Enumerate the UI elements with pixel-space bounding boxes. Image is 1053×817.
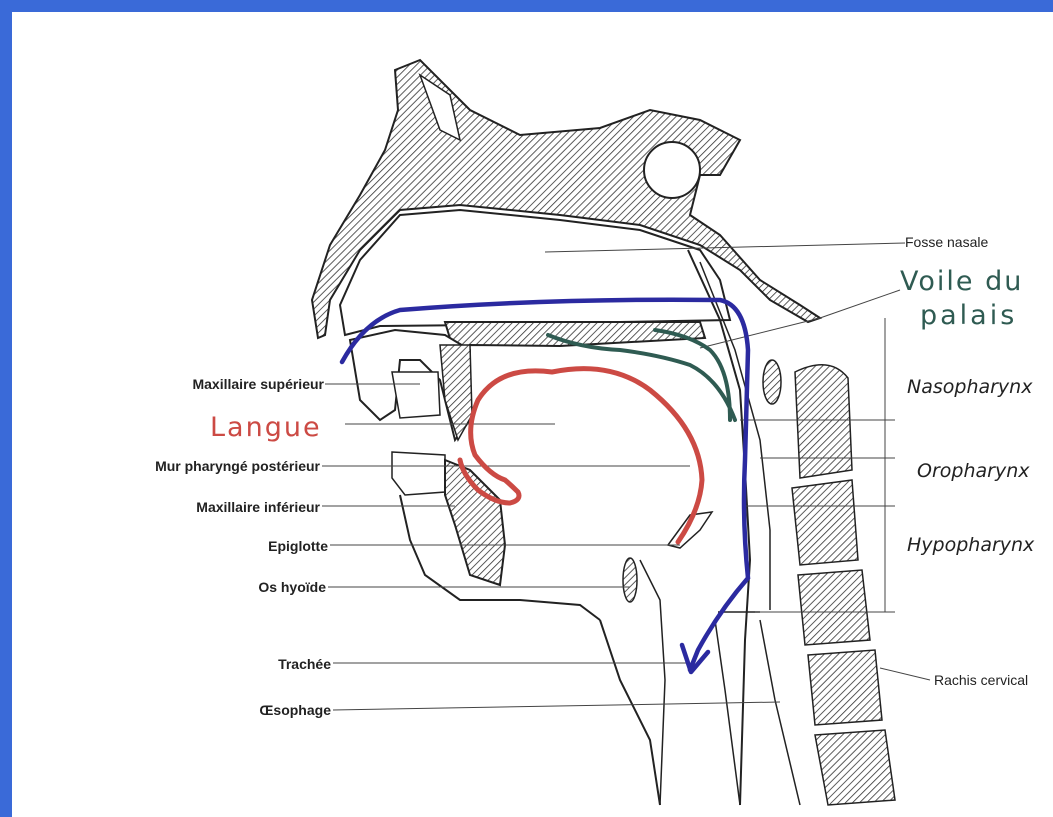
diagram-frame: Maxillaire supérieur Mur pharyngé postér… <box>12 12 1053 817</box>
lower-incisor <box>392 452 445 495</box>
esophagus-wall <box>715 620 740 805</box>
neck-front-outline <box>600 620 660 805</box>
label-maxillaire-inferieur: Maxillaire inférieur <box>196 499 320 515</box>
upper-jaw-bone <box>440 345 472 440</box>
label-nasopharynx: Nasopharynx <box>907 376 1032 398</box>
label-langue: Langue <box>210 412 322 443</box>
hyoid-bone <box>623 558 637 602</box>
upper-incisor <box>392 372 440 418</box>
mandible <box>445 460 505 585</box>
label-voile-line2: palais <box>920 300 1017 331</box>
label-mur-pharynge: Mur pharyngé postérieur <box>155 458 320 474</box>
esophagus-wall-2 <box>760 620 800 805</box>
trachea-wall <box>640 560 665 805</box>
label-maxillaire-superieur: Maxillaire supérieur <box>192 376 324 392</box>
sagittal-head-diagram <box>12 12 1053 817</box>
label-voile-line1: Voile du <box>900 266 1023 297</box>
green-voile-outline <box>548 330 735 420</box>
cervical-vertebrae <box>792 365 895 805</box>
label-hypopharynx: Hypopharynx <box>907 534 1034 556</box>
left-leader-lines <box>322 384 780 710</box>
label-oesophage: Œsophage <box>259 702 331 718</box>
label-rachis: Rachis cervical <box>934 672 1028 688</box>
label-epiglotte: Epiglotte <box>268 538 328 554</box>
label-os-hyoide: Os hyoïde <box>258 579 326 595</box>
label-oropharynx: Oropharynx <box>917 460 1029 482</box>
label-fosse-nasale: Fosse nasale <box>905 234 988 250</box>
hard-palate <box>445 322 705 355</box>
label-trachee: Trachée <box>278 656 331 672</box>
atlas-bone <box>763 360 781 404</box>
sinus-shape <box>644 142 700 198</box>
